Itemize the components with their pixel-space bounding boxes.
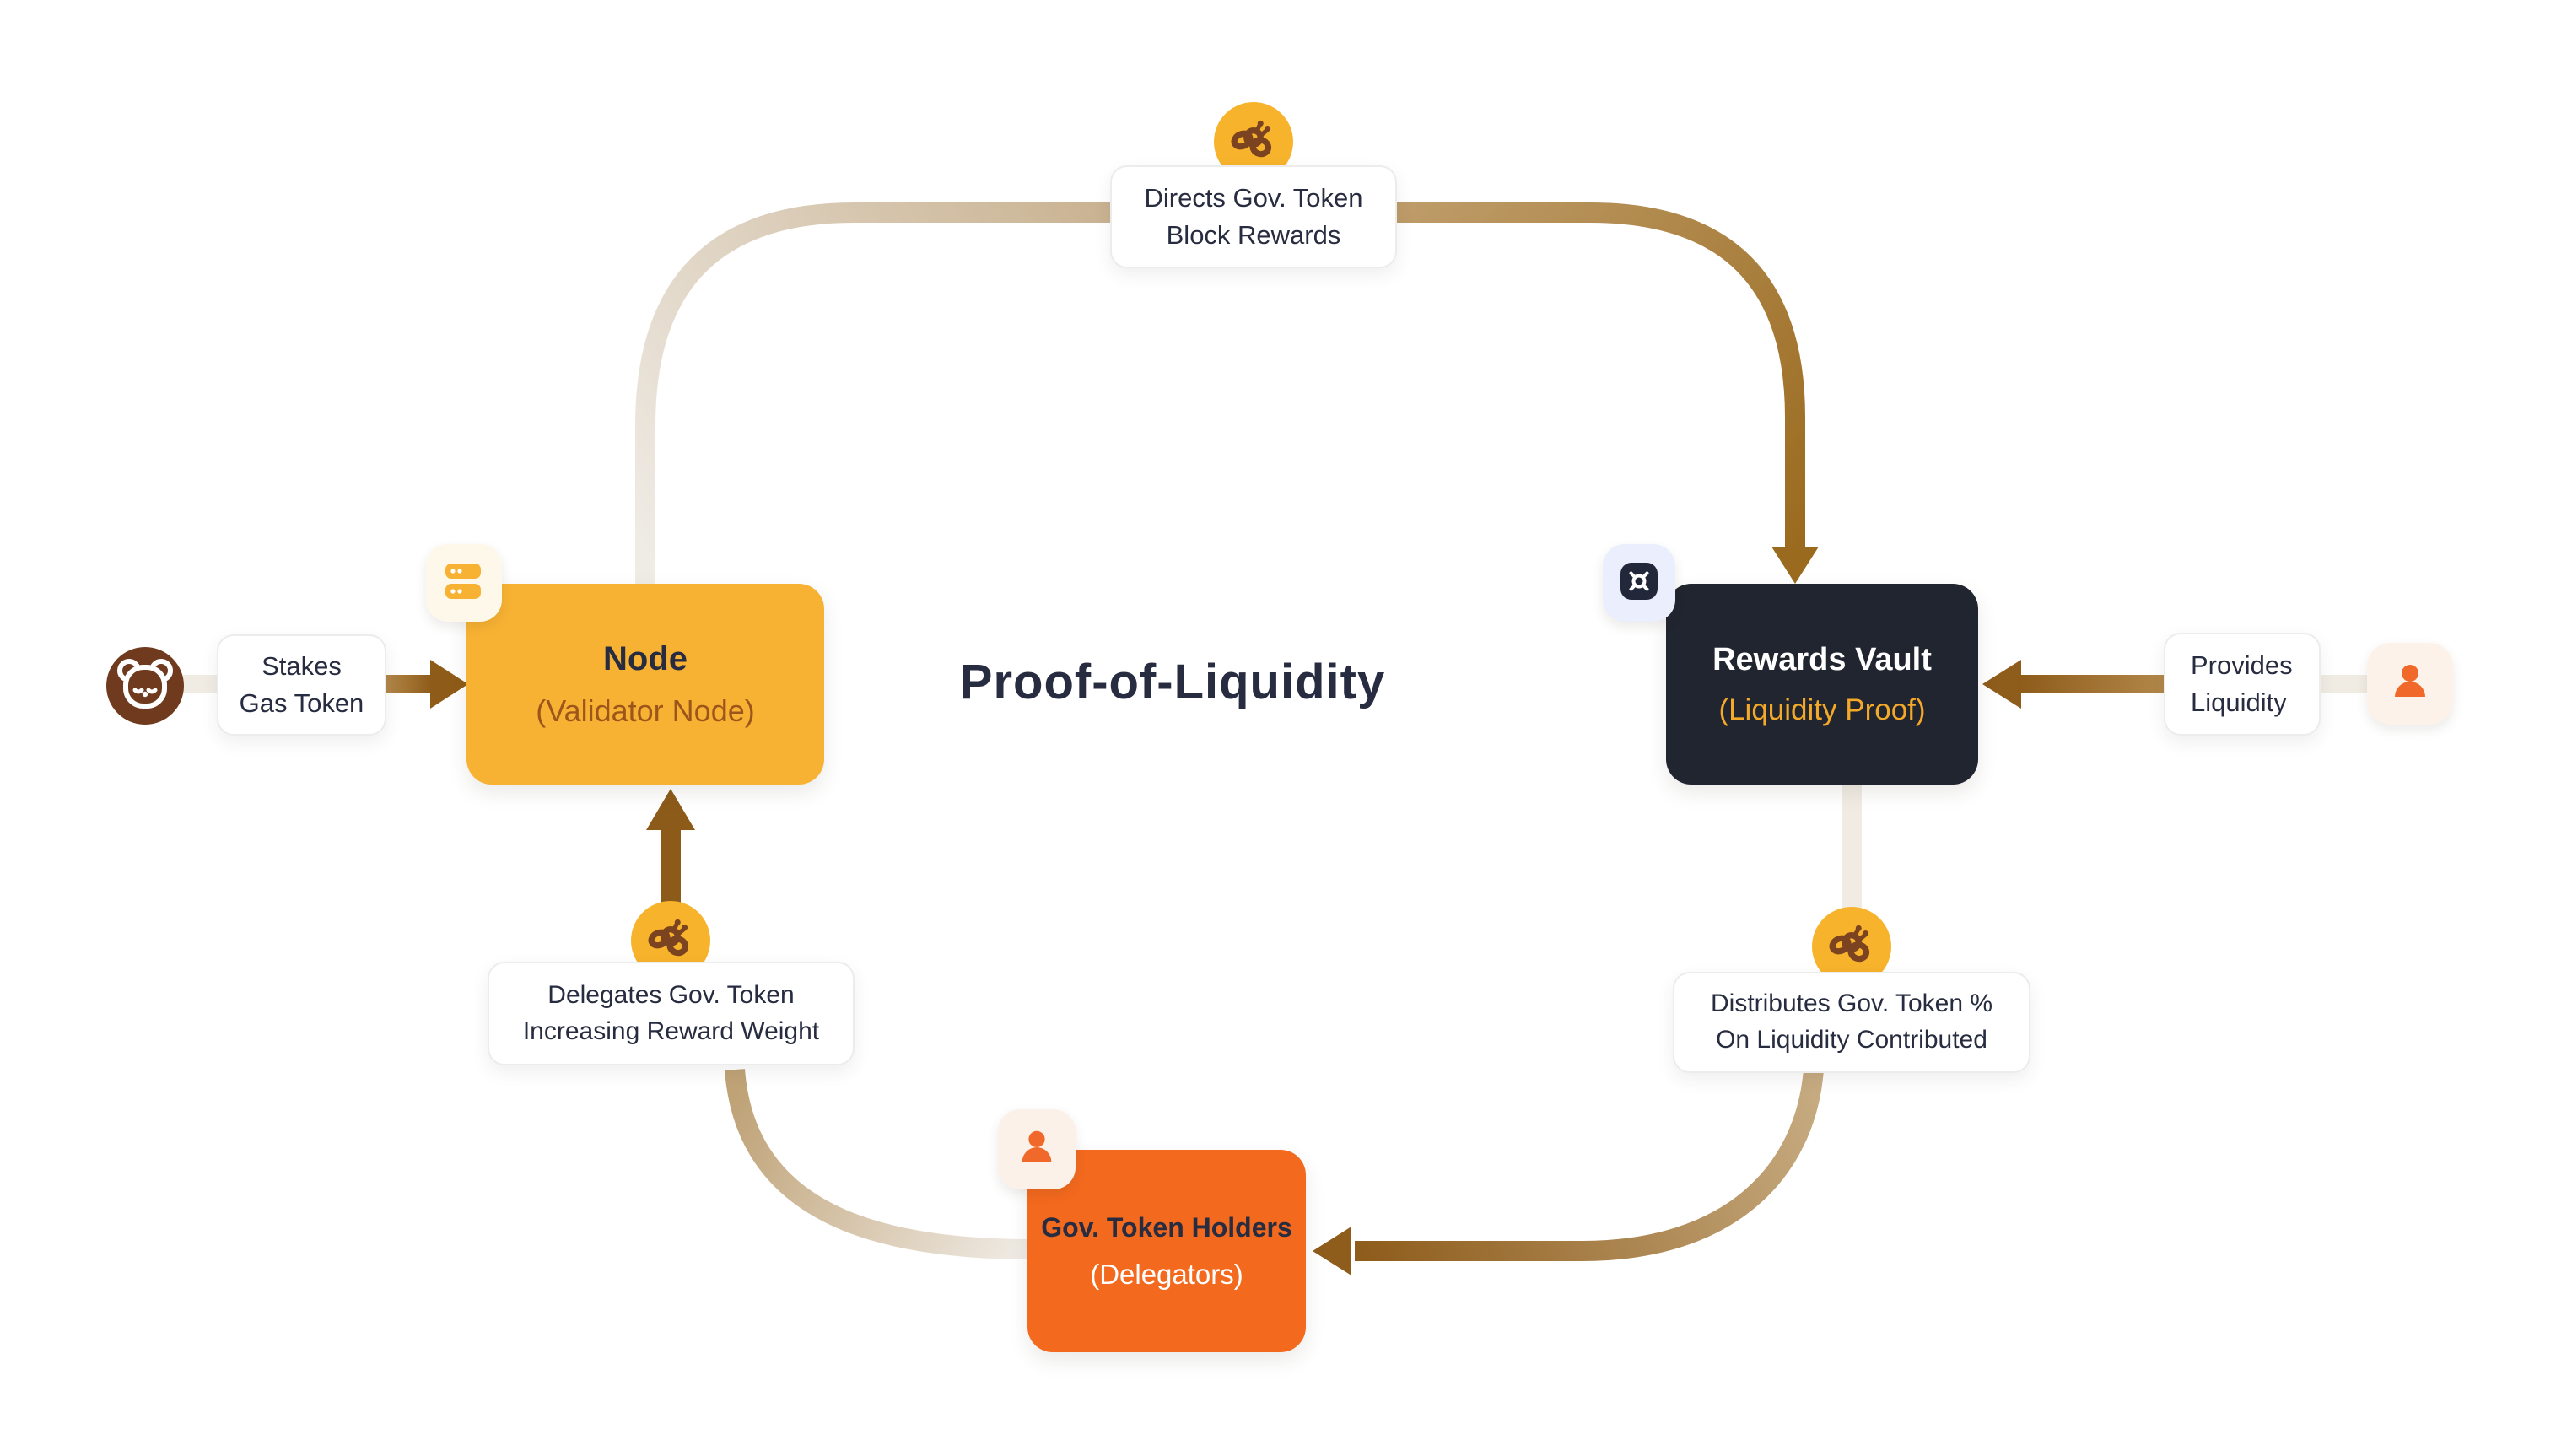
arrow-into-node-bottom: [646, 789, 695, 830]
arrow-into-node-left: [430, 660, 468, 709]
arrow-into-vault-right: [1982, 660, 2021, 709]
flow-label-line: Directs Gov. Token: [1144, 182, 1363, 213]
vault-badge: [1603, 544, 1675, 622]
bee-icon: [644, 913, 697, 969]
holders-box: Gov. Token Holders (Delegators): [1027, 1150, 1306, 1352]
flow-label-distributes: Distributes Gov. Token % On Liquidity Co…: [1673, 972, 2030, 1073]
staker-avatar: [105, 645, 186, 726]
person-icon: [2388, 660, 2432, 708]
arc-distributes-to-holders: [1355, 1068, 1824, 1261]
flow-label-directs: Directs Gov. Token Block Rewards: [1110, 165, 1397, 268]
holders-person-badge: [998, 1109, 1076, 1189]
flow-label-stakes: Stakes Gas Token: [217, 634, 386, 736]
arc-holders-to-delegates: [725, 1069, 1032, 1259]
holders-subtitle: (Delegators): [1090, 1258, 1243, 1290]
vault-title: Rewards Vault: [1712, 641, 1932, 677]
flow-label-delegates: Delegates Gov. Token Increasing Reward W…: [488, 962, 855, 1065]
bee-icon: [1227, 114, 1280, 170]
node-subtitle: (Validator Node): [536, 693, 755, 728]
flow-label-line: Distributes Gov. Token %: [1710, 990, 1993, 1018]
flow-label-line: Delegates Gov. Token: [547, 980, 795, 1009]
vault-box: Rewards Vault (Liquidity Proof): [1666, 584, 1978, 785]
flow-label-line: Block Rewards: [1166, 220, 1341, 250]
arc-node-to-directs: [635, 202, 1112, 585]
node-server-badge: [426, 544, 502, 622]
flow-label-line: Increasing Reward Weight: [522, 1017, 820, 1045]
vault-icon: [1620, 562, 1658, 605]
person-icon: [1016, 1126, 1058, 1173]
arrow-into-vault-top: [1771, 547, 1819, 584]
page-title: Proof-of-Liquidity: [959, 655, 1386, 709]
server-icon: [444, 563, 484, 604]
provider-avatar: [2367, 643, 2453, 725]
flow-label-line: Stakes: [262, 650, 342, 681]
vault-subtitle: (Liquidity Proof): [1718, 693, 1926, 726]
bear-icon: [105, 647, 186, 730]
flow-label-line: Liquidity: [2191, 688, 2287, 717]
arrow-into-holders-right: [1313, 1227, 1351, 1275]
flow-label-line: Gas Token: [239, 688, 364, 718]
flow-label-line: On Liquidity Contributed: [1716, 1026, 1987, 1054]
flow-label-provides: Provides Liquidity: [2164, 633, 2321, 736]
node-box: Node (Validator Node): [466, 584, 824, 785]
bee-icon: [1825, 919, 1878, 975]
node-title: Node: [603, 639, 688, 677]
holders-title: Gov. Token Holders: [1041, 1211, 1292, 1243]
arc-directs-to-vault: [1395, 202, 1805, 547]
flow-label-line: Provides: [2191, 650, 2293, 680]
